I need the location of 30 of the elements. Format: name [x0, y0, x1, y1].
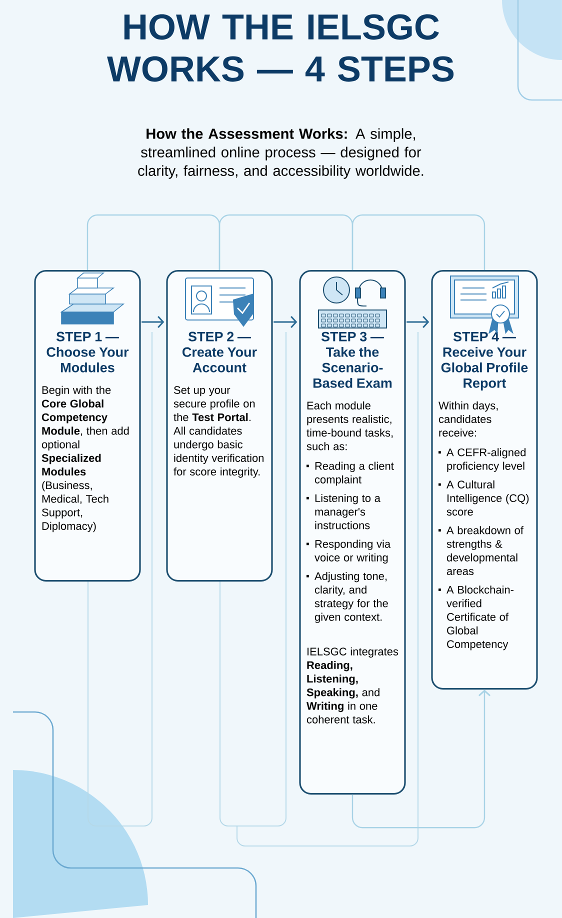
- title: HOW THE IELSGC WORKS — 4 STEPS: [107, 14, 454, 82]
- arrow: [274, 316, 298, 328]
- bullet-item: A breakdown of strengths & developmental areas: [438, 526, 524, 576]
- step-card: [166, 270, 273, 582]
- bullet-item: Adjusting tone, clarity, and strategy for the given context.: [306, 572, 388, 623]
- bullet-item: A CEFR-aligned proficiency level: [438, 448, 526, 472]
- step-heading: STEP 1 — Choose Your Modules: [46, 332, 129, 372]
- connector-line: [86, 214, 220, 270]
- body-text: Begin with the Core Global Competency Module, then add optional Specialized Modules (Business, Medical, Tech Support, Diplomacy): [42, 386, 129, 532]
- arrow: [142, 316, 164, 328]
- step-heading: STEP 2 — Create Your Account: [182, 332, 257, 372]
- body-text: Within days, candidates receive:: [438, 401, 498, 437]
- arrow: [406, 316, 430, 328]
- step-card: [299, 270, 406, 795]
- connector-line: [218, 214, 354, 270]
- subtitle-text: How the Assessment Works: A simple, streamlined online process — designed for clarity, fairness, and accessibility worldwide.: [138, 128, 424, 179]
- bullet-item: Reading a client complaint: [306, 462, 394, 486]
- body-text: Each module presents realistic, time-bound tasks, such as:: [306, 401, 393, 450]
- arrow: [352, 690, 491, 828]
- bullet-item: A Cultural Intelligence (CQ) score: [438, 480, 529, 516]
- bullet-item: A Blockchain-verified Certificate of Global Competency: [438, 586, 514, 650]
- body-text: Set up your secure profile on the Test Portal. All candidates undergo basic identity verification for score integrity.: [174, 386, 264, 478]
- body-text: IELSGC integrates Reading, Listening, Speaking, and Writing in one coherent task.: [306, 647, 398, 724]
- bullet-item: Listening to a manager's instructions: [306, 494, 380, 530]
- bullet-item: Responding via voice or writing: [306, 540, 391, 564]
- step-heading: STEP 4 — Receive Your Global Profile Report: [441, 332, 528, 391]
- step-heading: STEP 3 — Take the Scenario-Based Exam: [313, 332, 392, 388]
- connector-line: [352, 214, 486, 270]
- step-card: [34, 270, 141, 582]
- step-card: [431, 270, 538, 690]
